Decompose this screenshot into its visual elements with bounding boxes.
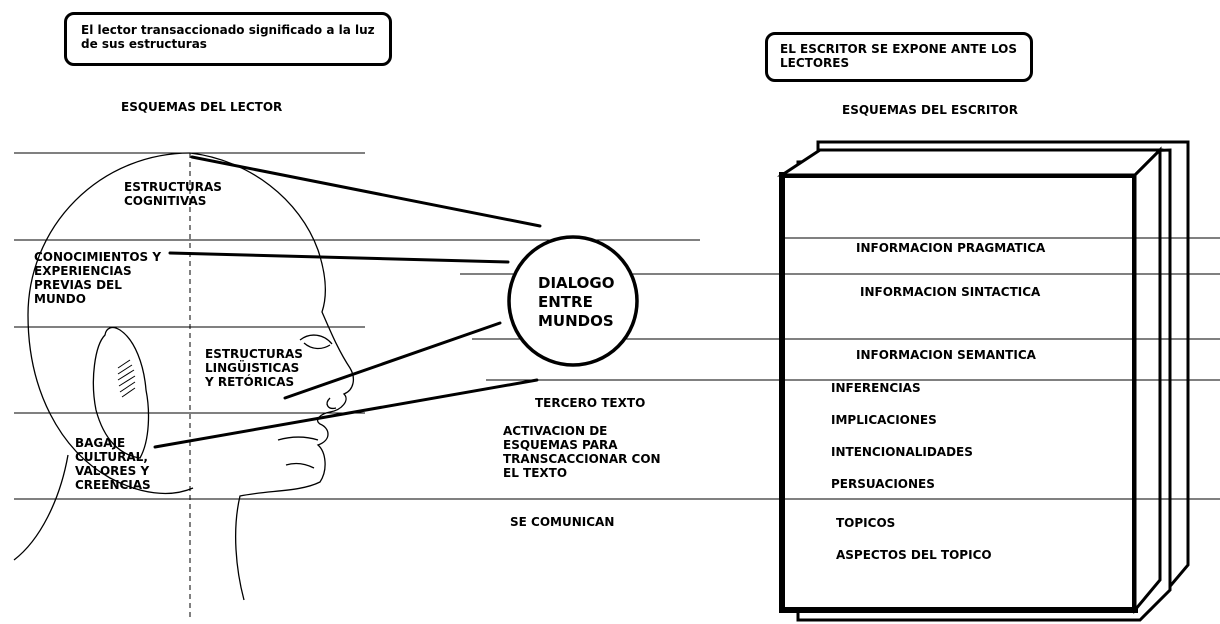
- item-intentionalities: INTENCIONALIDADES: [831, 445, 973, 459]
- item-inferences: INFERENCIAS: [831, 381, 921, 395]
- book-illustration: [776, 140, 1190, 622]
- writer-callout-box: EL ESCRITOR SE EXPONE ANTE LOS LECTORES: [765, 32, 1033, 82]
- label-cognitive-structures: ESTRUCTURAS COGNITIVAS: [124, 180, 222, 208]
- dialogue-circle: [507, 235, 639, 367]
- connector-lines: [153, 155, 542, 449]
- communicate-label: SE COMUNICAN: [510, 515, 615, 529]
- reader-schemas-title: ESQUEMAS DEL LECTOR: [121, 100, 283, 114]
- reader-callout-text: El lector transaccionado significado a l…: [81, 23, 375, 51]
- circle-label: DIALOGO ENTRE MUNDOS: [538, 274, 615, 330]
- book-face-lines: [784, 237, 1220, 500]
- item-pragmatic-info: INFORMACION PRAGMATICA: [856, 241, 1046, 255]
- writer-schemas-title: ESQUEMAS DEL ESCRITOR: [842, 103, 1018, 117]
- label-linguistic-structures: ESTRUCTURAS LINGÜISTICAS Y RETÓRICAS: [205, 347, 303, 389]
- item-implications: IMPLICACIONES: [831, 413, 937, 427]
- writer-callout-text: EL ESCRITOR SE EXPONE ANTE LOS LECTORES: [780, 42, 1018, 70]
- activation-label: ACTIVACION DE ESQUEMAS PARA TRANSCACCION…: [503, 424, 661, 480]
- label-cultural-background: BAGAJE CULTURAL, VALORES Y CREENCIAS: [75, 436, 151, 492]
- item-semantic-info: INFORMACION SEMANTICA: [856, 348, 1036, 362]
- reader-callout-box: El lector transaccionado significado a l…: [64, 12, 392, 66]
- ear-hatching: [117, 359, 136, 398]
- label-prior-knowledge: CONOCIMIENTOS Y EXPERIENCIAS PREVIAS DEL…: [34, 250, 162, 306]
- item-syntactic-info: INFORMACION SINTACTICA: [860, 285, 1041, 299]
- third-text-label: TERCERO TEXTO: [535, 396, 646, 410]
- item-topics: TOPICOS: [836, 516, 896, 530]
- item-persuasions: PERSUACIONES: [831, 477, 935, 491]
- item-topic-aspects: ASPECTOS DEL TOPICO: [836, 548, 992, 562]
- head-sketch: [13, 152, 355, 601]
